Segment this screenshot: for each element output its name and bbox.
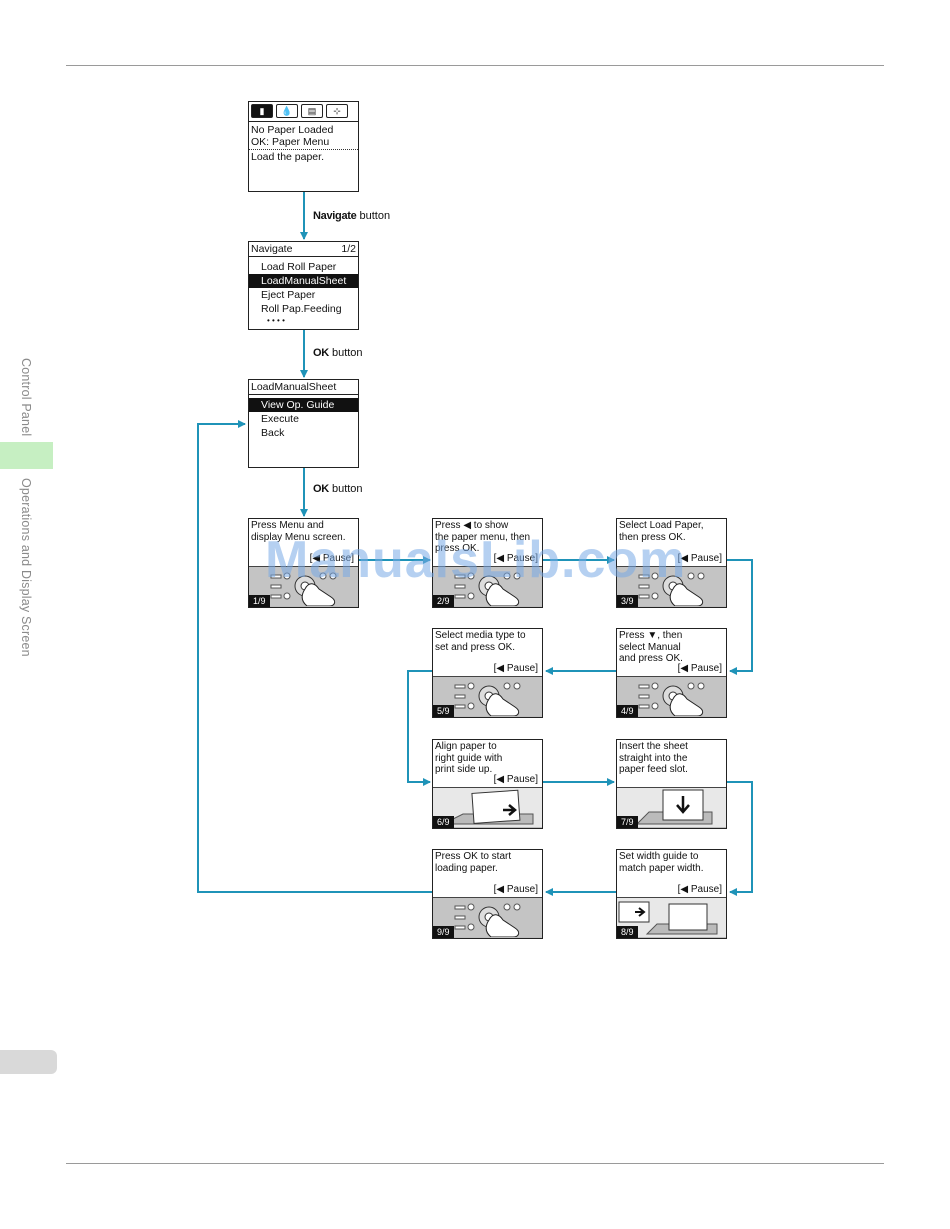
paper-down-arrow-icon xyxy=(617,787,726,828)
step-instruction: Align paper to right guide with print si… xyxy=(435,741,503,775)
step-instruction: Press Menu and display Menu screen. xyxy=(251,520,346,543)
step-pause-hint: [◀ Pause] xyxy=(493,884,538,895)
label-ok-suffix-2: button xyxy=(328,483,363,495)
step-instruction: Set width guide to match paper width. xyxy=(619,851,704,874)
step-number: 3/9 xyxy=(617,595,638,607)
step-pause-hint: [◀ Pause] xyxy=(493,663,538,674)
side-chapter-label: Operations and Display Screen xyxy=(19,478,33,657)
guide-step-5: Select media type to set and press OK. [◀… xyxy=(432,628,543,718)
paper-icon: ▮ xyxy=(251,104,273,118)
arrow-5-6 xyxy=(407,670,433,786)
step-pause-hint: [◀ Pause] xyxy=(493,774,538,785)
step-number: 7/9 xyxy=(617,816,638,828)
ink-drop-icon: 💧 xyxy=(276,104,298,118)
width-guide-icon xyxy=(617,897,726,938)
label-ok-suffix-1: button xyxy=(328,347,363,359)
lcd-loadmanual-item: View Op. Guide xyxy=(249,398,358,412)
guide-step-6: Align paper to right guide with print si… xyxy=(432,739,543,829)
guide-step-9: Press OK to start loading paper. [◀ Pause… xyxy=(432,849,543,939)
guide-step-2: Press ◀ to show the paper menu, then pre… xyxy=(432,518,543,608)
chapter-tab-marker xyxy=(0,442,53,469)
watermark-text: ManualsLib.com xyxy=(265,531,687,589)
guide-step-3: Select Load Paper, then press OK. [◀ Paus… xyxy=(616,518,727,608)
lcd-navigate-item: Eject Paper xyxy=(261,289,316,301)
settings-icon: ⊹ xyxy=(326,104,348,118)
lcd-loadmanual-item: Execute xyxy=(261,413,299,425)
label-navigate-key: Navigate xyxy=(313,210,357,222)
lcd-navigate-item: Roll Pap.Feeding xyxy=(261,303,342,315)
label-ok-button-1: OK button xyxy=(313,347,363,359)
hand-press-icon xyxy=(433,897,542,938)
step-number: 5/9 xyxy=(433,705,454,717)
bottom-rule xyxy=(66,1163,884,1164)
guide-step-4: Press ▼, then select Manual and press OK… xyxy=(616,628,727,718)
lcd-navigate-more: • • • • xyxy=(267,316,285,325)
lcd-line-ok: OK: Paper Menu xyxy=(251,136,330,148)
lcd-navigate-item: LoadManualSheet xyxy=(249,274,358,288)
guide-step-1: Press Menu and display Menu screen. [◀ Pa… xyxy=(248,518,359,608)
step-number: 6/9 xyxy=(433,816,454,828)
lcd-navigate-title: Navigate xyxy=(251,243,293,255)
arrow-7-8 xyxy=(727,781,753,896)
guide-step-8: Set width guide to match paper width. [◀ … xyxy=(616,849,727,939)
printhead-icon: ▤ xyxy=(301,104,323,118)
label-ok-key-2: OK xyxy=(313,483,329,495)
label-ok-button-2: OK button xyxy=(313,483,363,495)
lcd-loadmanual-title: LoadManualSheet xyxy=(251,381,337,393)
top-rule xyxy=(66,65,884,66)
step-pause-hint: [◀ Pause] xyxy=(493,553,538,564)
step-number: 9/9 xyxy=(433,926,454,938)
step-instruction: Press OK to start loading paper. xyxy=(435,851,512,874)
step-number: 2/9 xyxy=(433,595,454,607)
lcd-navigate-item: Load Roll Paper xyxy=(261,261,337,273)
step-number: 4/9 xyxy=(617,705,638,717)
page-number-tab xyxy=(0,1050,57,1074)
lcd-line-status: No Paper Loaded xyxy=(251,124,334,136)
label-navigate-button: Navigate button xyxy=(313,210,390,222)
step-pause-hint: [◀ Pause] xyxy=(677,553,722,564)
arrow-3-4 xyxy=(727,559,753,675)
step-pause-hint: [◀ Pause] xyxy=(677,884,722,895)
step-pause-hint: [◀ Pause] xyxy=(677,663,722,674)
lcd-dotted-divider xyxy=(249,149,358,150)
lcd-navigate-page: 1/2 xyxy=(341,243,356,255)
step-instruction: Select media type to set and press OK. xyxy=(435,630,526,653)
lcd-loadmanual-item: Back xyxy=(261,427,285,439)
lcd-loadmanual-header: LoadManualSheet xyxy=(249,380,358,395)
guide-step-7: Insert the sheet straight into the paper… xyxy=(616,739,727,829)
step-number: 8/9 xyxy=(617,926,638,938)
label-navigate-suffix: button xyxy=(356,210,391,222)
lcd-line-message: Load the paper. xyxy=(251,151,324,163)
step-instruction: Press ◀ to show the paper menu, then pre… xyxy=(435,520,531,554)
step-instruction: Select Load Paper, then press OK. xyxy=(619,520,704,543)
step-instruction: Press ▼, then select Manual and press OK… xyxy=(619,630,683,664)
step-pause-hint: [◀ Pause] xyxy=(309,553,354,564)
label-ok-key-1: OK xyxy=(313,347,329,359)
lcd-no-paper: ▮💧▤⊹ No Paper Loaded OK: Paper Menu Load… xyxy=(248,101,359,192)
lcd-tab-row: ▮💧▤⊹ xyxy=(249,102,358,122)
step-number: 1/9 xyxy=(249,595,270,607)
step-instruction: Insert the sheet straight into the paper… xyxy=(619,741,688,775)
side-section-label: Control Panel xyxy=(19,358,33,437)
lcd-navigate-header: Navigate 1/2 xyxy=(249,242,358,257)
arrow-9-back xyxy=(197,420,433,893)
